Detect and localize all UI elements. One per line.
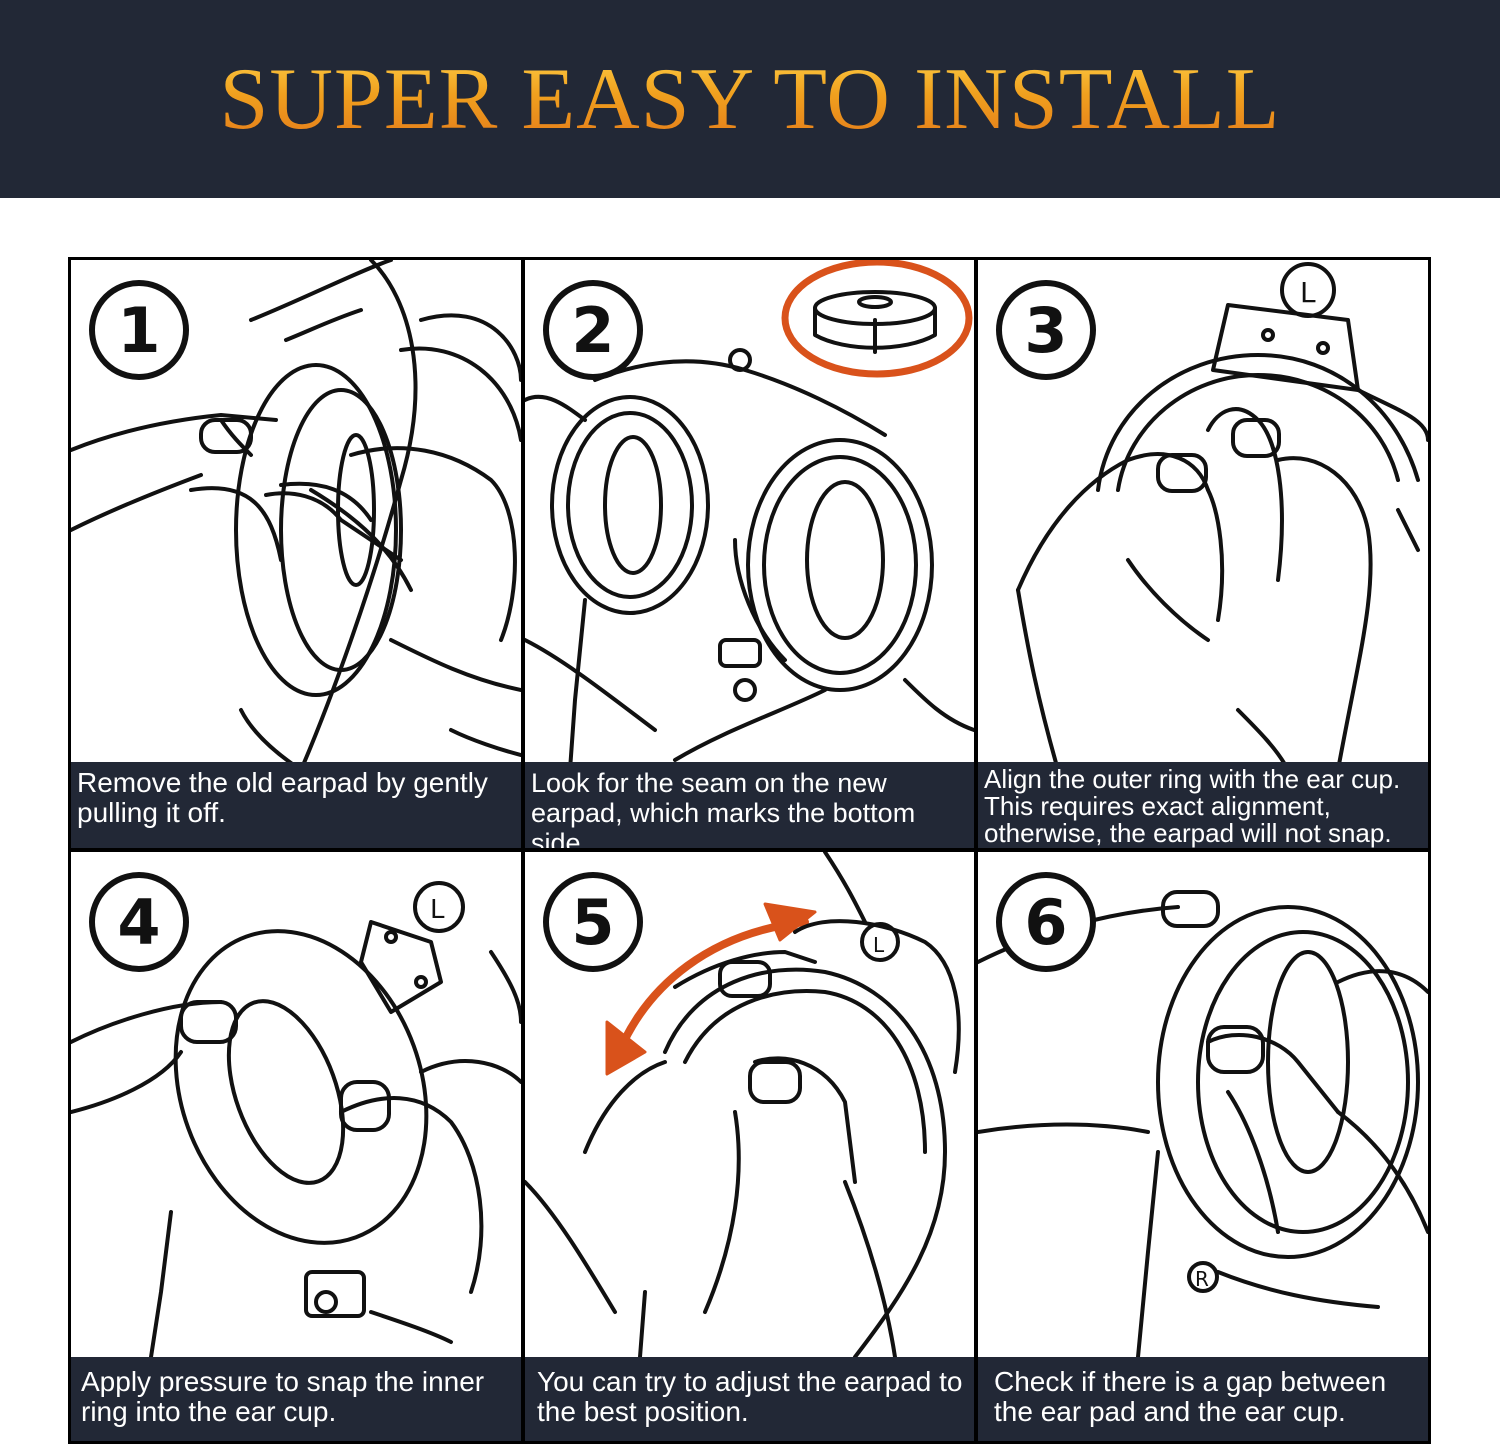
step-panel-5: L 5 You can try to adjust the earpad to … — [525, 852, 974, 1441]
step-caption-3: Align the outer ring with the ear cup. T… — [978, 762, 1428, 848]
step-number-badge-5: 5 — [543, 872, 643, 972]
svg-text:R: R — [1195, 1267, 1209, 1291]
step-4-illustration: L — [71, 881, 521, 1357]
step-caption-6: Check if there is a gap between the ear … — [978, 1357, 1428, 1441]
step-1-illustration — [71, 260, 521, 770]
svg-text:L: L — [430, 895, 445, 925]
step-caption-2: Look for the seam on the new earpad, whi… — [525, 762, 974, 848]
step-caption-4: Apply pressure to snap the inner ring in… — [71, 1357, 521, 1441]
step-panel-4: L 4 Apply pressure to snap the inner rin… — [71, 852, 521, 1441]
page-title: SUPER EASY TO INSTALL — [219, 50, 1281, 148]
step-number-badge-4: 4 — [89, 872, 189, 972]
step-panel-3: L 3 Align the outer ring with the ear cu… — [978, 260, 1428, 848]
header-banner: SUPER EASY TO INSTALL — [0, 0, 1500, 198]
step-number-badge-6: 6 — [996, 872, 1096, 972]
step-5-illustration: L — [525, 852, 961, 1357]
step-caption-5: You can try to adjust the earpad to the … — [525, 1357, 974, 1441]
instruction-grid: 1 Remove the old earpad by gently pullin… — [68, 257, 1431, 1444]
step-panel-6: R 6 Check if there is a gap between the … — [978, 852, 1428, 1441]
svg-text:L: L — [873, 933, 885, 957]
step-number-badge-1: 1 — [89, 280, 189, 380]
step-3-illustration: L — [1016, 262, 1428, 770]
step-panel-1: 1 Remove the old earpad by gently pullin… — [71, 260, 521, 848]
step-panel-2: 2 Look for the seam on the new earpad, w… — [525, 260, 974, 848]
svg-text:L: L — [1300, 276, 1316, 309]
step-number-badge-3: 3 — [996, 280, 1096, 380]
step-2-illustration — [525, 260, 974, 770]
step-number-badge-2: 2 — [543, 280, 643, 380]
step-caption-1: Remove the old earpad by gently pulling … — [71, 762, 521, 848]
